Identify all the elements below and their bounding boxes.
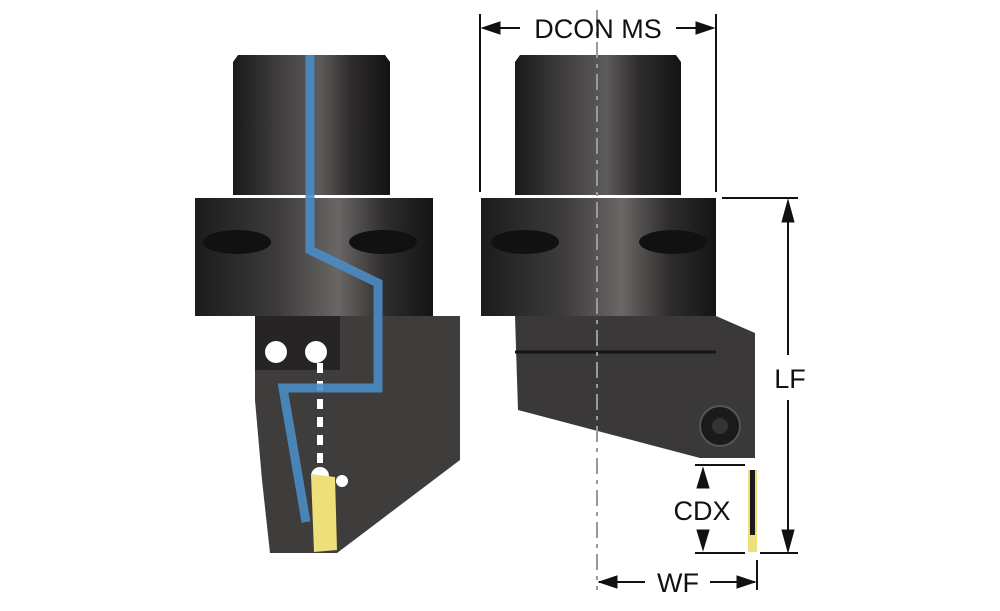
dimensions: DCON MS LF CDX WF <box>479 14 806 598</box>
coolant-channel <box>277 55 383 523</box>
screw-head <box>712 418 728 434</box>
insert-edge <box>750 470 755 535</box>
mount-hole <box>305 341 327 363</box>
clamp <box>255 316 340 370</box>
slot-right <box>349 230 417 254</box>
dim-dcon-ms: DCON MS <box>534 14 662 44</box>
dim-lf: LF <box>774 364 806 394</box>
flange <box>481 198 716 316</box>
blade-body <box>255 316 460 553</box>
side-view <box>195 55 460 553</box>
dim-wf: WF <box>657 568 699 598</box>
front-view <box>481 10 757 590</box>
slot-left <box>203 230 271 254</box>
slot-right <box>639 230 707 254</box>
slot-left <box>491 230 559 254</box>
mount-hole <box>265 341 287 363</box>
dim-cdx: CDX <box>673 496 730 526</box>
shank-cylinder <box>515 55 681 195</box>
insert <box>311 474 337 552</box>
pivot-hole <box>336 475 348 487</box>
